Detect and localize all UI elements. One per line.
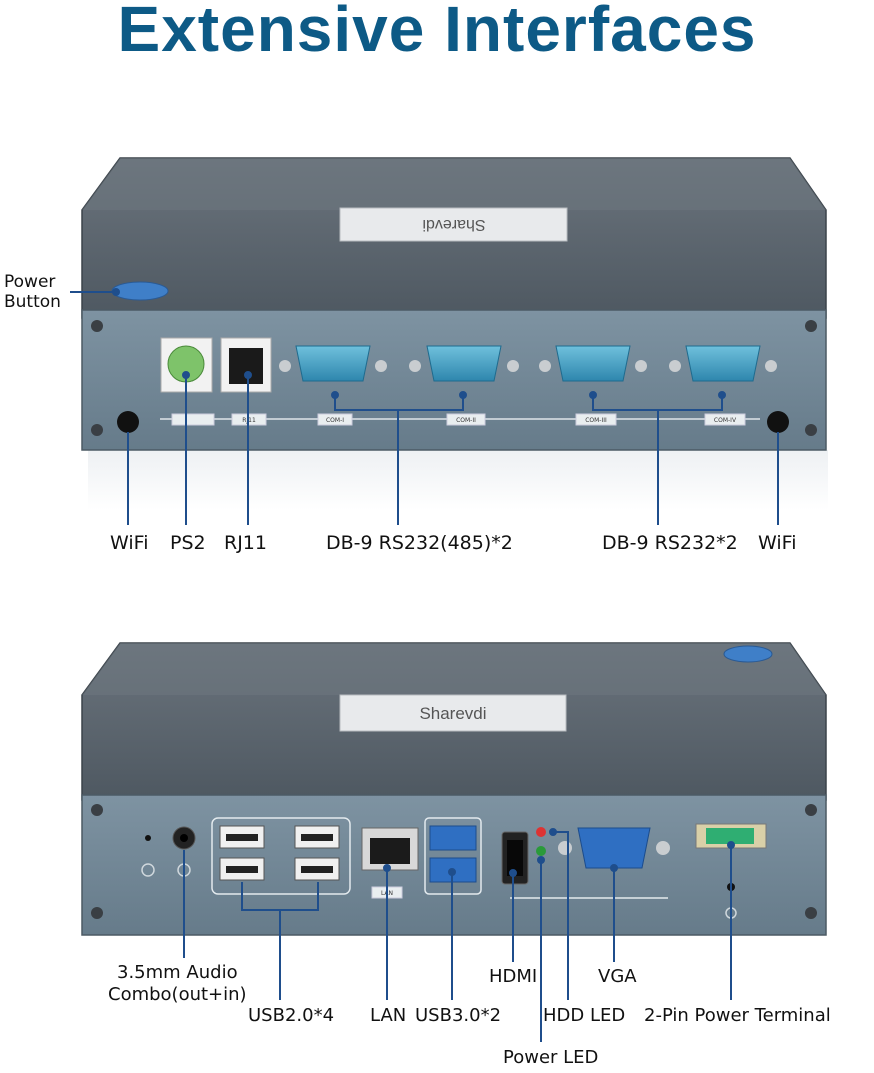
usb2-label: USB2.0*4 — [248, 1005, 335, 1026]
rj11-label: RJ11 — [224, 532, 267, 554]
top-unit: Sharevdi RJ11 COM-I COM-II — [70, 157, 828, 525]
wifi-right-label: WiFi — [758, 532, 797, 554]
lan-label: LAN — [370, 1005, 407, 1026]
page-title: Extensive Interfaces — [117, 0, 757, 65]
power-led — [536, 846, 546, 856]
com-ports — [279, 345, 777, 382]
vga-label: VGA — [598, 966, 637, 987]
com-ii-port[interactable] — [426, 345, 502, 382]
ps2-label: PS2 — [170, 532, 206, 554]
power-button[interactable] — [723, 645, 773, 663]
com-iii-tag: COM-III — [585, 417, 607, 424]
power-terminal-label: 2-Pin Power Terminal — [644, 1005, 831, 1026]
bottom-callout-lines — [183, 828, 735, 1042]
usb3-label: USB3.0*2 — [415, 1005, 502, 1026]
wifi-antenna-left — [117, 411, 139, 433]
bottom-unit: Sharevdi LAN — [81, 642, 827, 1042]
top-callout-lines — [70, 288, 779, 525]
usb2-ports — [219, 825, 340, 881]
usb3-port-1[interactable] — [429, 825, 477, 851]
vga-port[interactable] — [577, 827, 651, 869]
com-iii-port[interactable] — [555, 345, 631, 382]
com-ii-tag: COM-II — [456, 417, 476, 424]
com-i-port[interactable] — [295, 345, 371, 382]
com-iv-port[interactable] — [685, 345, 761, 382]
hdmi-label: HDMI — [489, 966, 538, 987]
rj11-tag: RJ11 — [242, 417, 256, 424]
brand-plate-text: Sharevdi — [419, 704, 486, 723]
hdd-led — [536, 827, 546, 837]
power-button-label: Power Button — [4, 272, 61, 312]
hdd-led-label: HDD LED — [543, 1005, 626, 1026]
com-iv-tag: COM-IV — [714, 417, 737, 424]
db9-rs232-label: DB-9 RS232*2 — [602, 532, 738, 554]
power-led-label: Power LED — [503, 1047, 599, 1068]
power-button[interactable] — [111, 281, 169, 301]
audio-label: 3.5mm Audio Combo(out+in) — [108, 962, 247, 1005]
com-i-tag: COM-I — [326, 417, 344, 424]
wifi-left-label: WiFi — [110, 532, 149, 554]
db9-rs232-485-label: DB-9 RS232(485)*2 — [326, 532, 513, 554]
brand-plate-text: Sharevdi — [422, 216, 485, 233]
wifi-antenna-right — [767, 411, 789, 433]
